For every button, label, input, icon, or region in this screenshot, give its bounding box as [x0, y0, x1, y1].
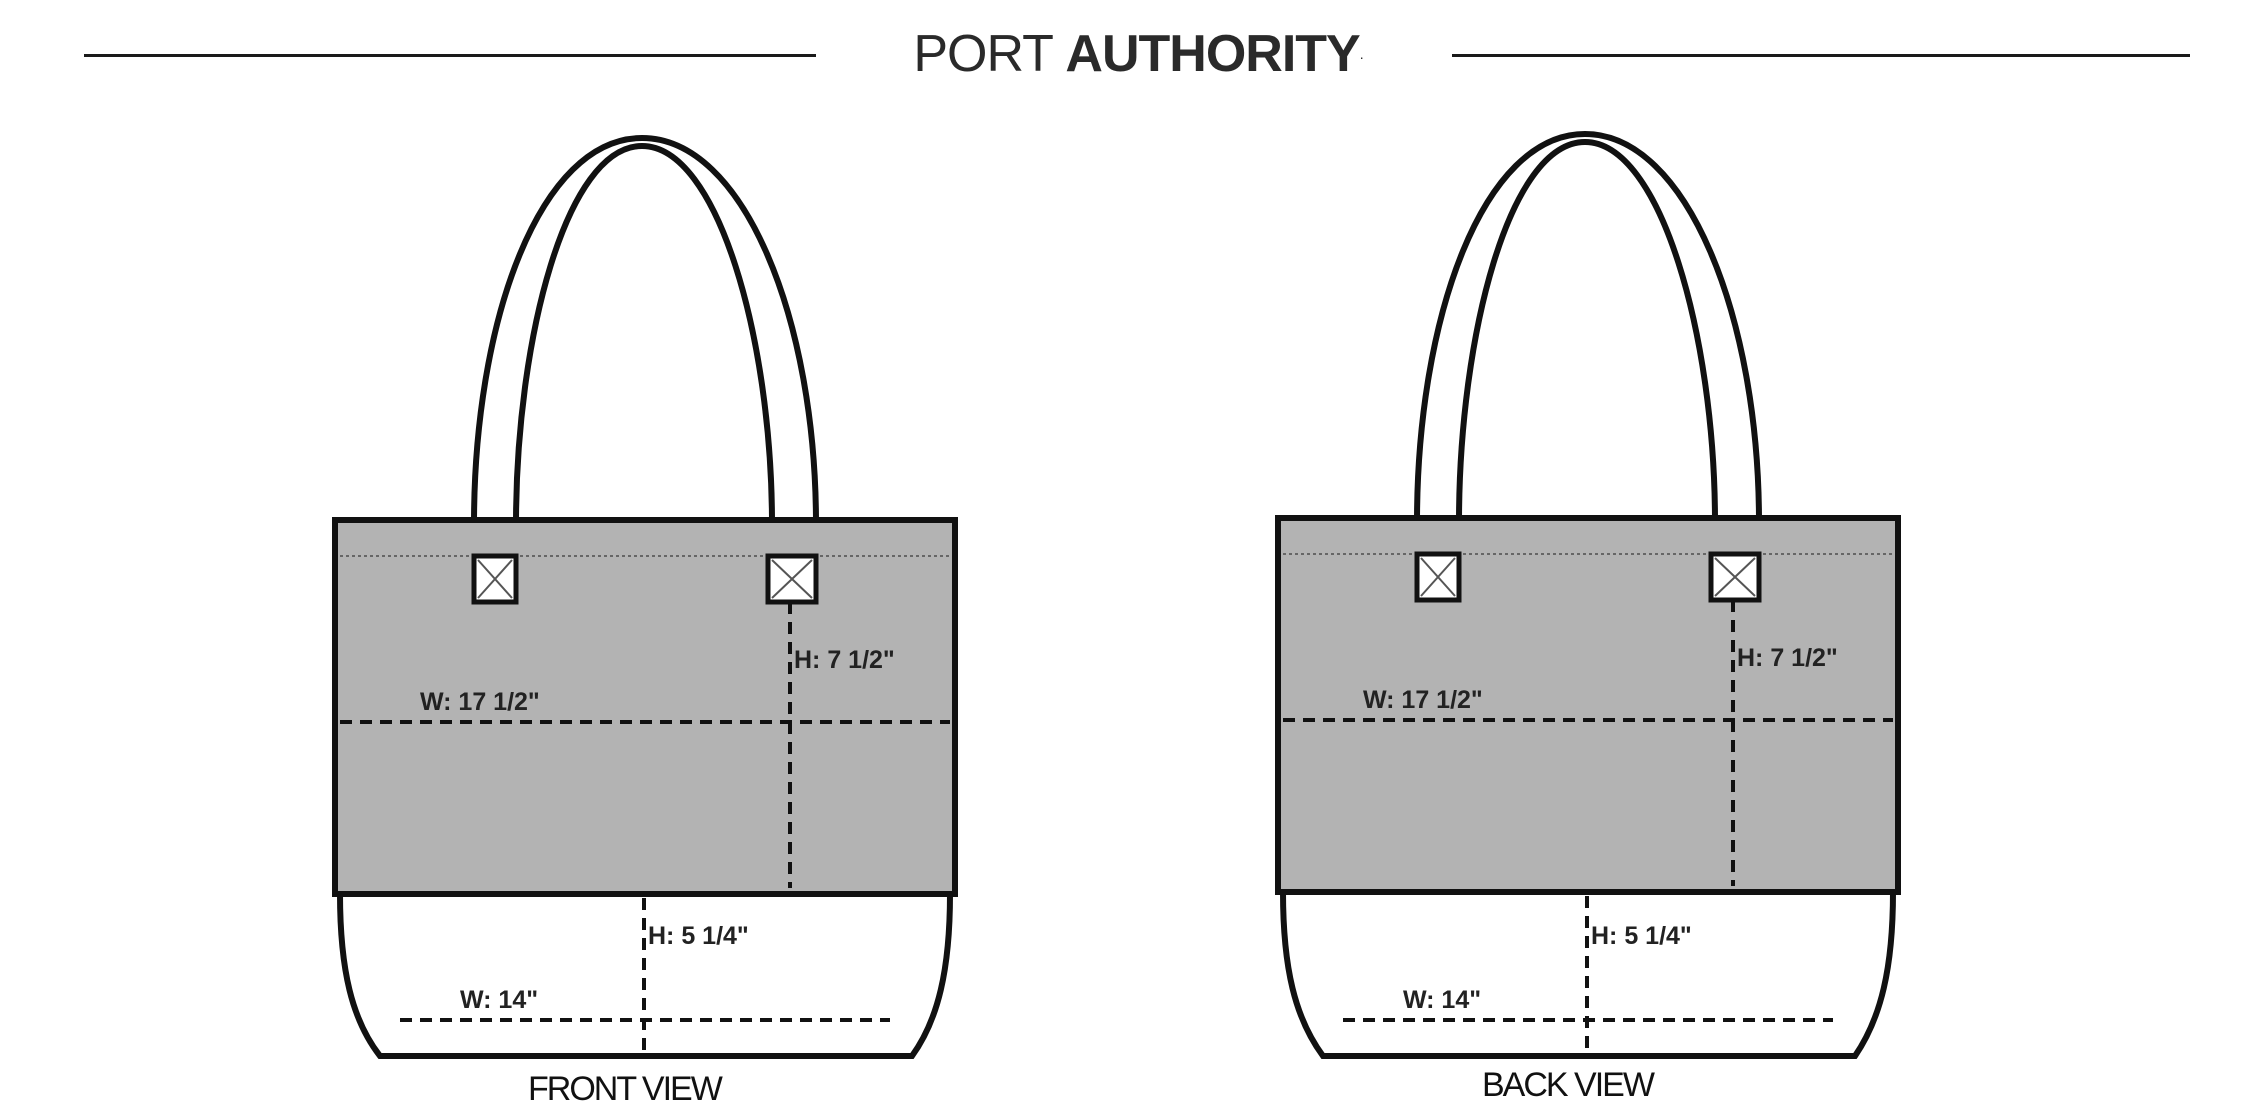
brand-part1: PORT — [913, 25, 1053, 83]
front-upper-width: W: 17 1/2" — [420, 688, 540, 716]
brand-mark: . — [1359, 46, 1364, 62]
front-view-bag: W: 17 1/2" H: 7 1/2" W: 14" H: 5 1/4" — [332, 134, 958, 1059]
front-lower-height: H: 5 1/4" — [648, 922, 749, 950]
handle-outer — [471, 134, 819, 525]
brand-part2: AUTHORITY — [1065, 25, 1360, 83]
header-rule-left — [84, 54, 816, 57]
back-upper-width: W: 17 1/2" — [1363, 686, 1483, 714]
header-rule-right — [1452, 54, 2190, 57]
back-view-bag: W: 17 1/2" H: 7 1/2" W: 14" H: 5 1/4" — [1275, 130, 1901, 1059]
front-upper-height: H: 7 1/2" — [794, 646, 895, 674]
front-lower-width: W: 14" — [460, 986, 538, 1014]
handle-inner — [513, 142, 775, 525]
front-view-label: FRONT VIEW — [528, 1070, 723, 1108]
back-lower-width: W: 14" — [1403, 986, 1481, 1014]
brand-logo: PORT AUTHORITY. — [858, 22, 1418, 86]
bag-upper-panel — [332, 517, 958, 897]
back-upper-height: H: 7 1/2" — [1737, 644, 1838, 672]
back-lower-height: H: 5 1/4" — [1591, 922, 1692, 950]
back-view-label: BACK VIEW — [1482, 1066, 1655, 1104]
bag-lower-panel — [336, 891, 954, 1059]
